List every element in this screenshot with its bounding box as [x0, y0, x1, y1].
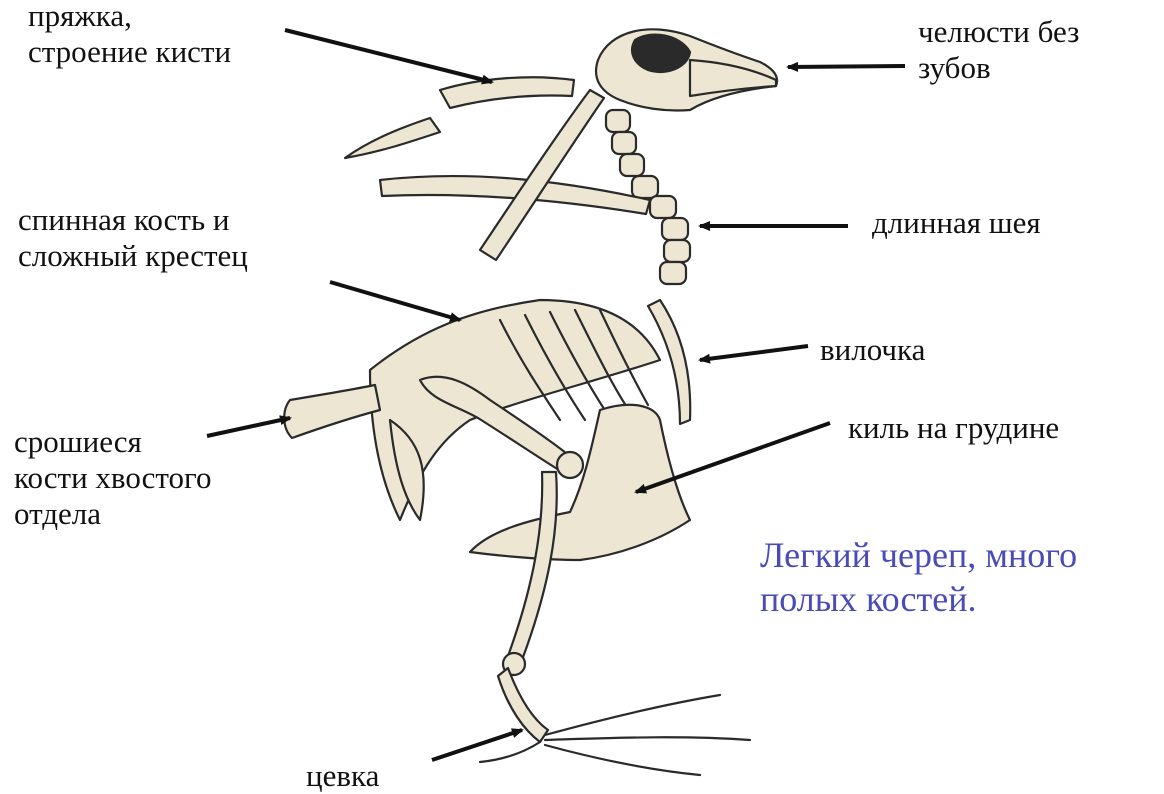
note-line-2: полых костей.	[760, 577, 1077, 621]
label-buckle-line-1: пряжка,	[28, 0, 231, 34]
arrow-spine	[330, 282, 460, 320]
wing-hand	[440, 77, 574, 108]
label-tail-bones: срошиеся кости хвостого отдела	[14, 424, 211, 532]
label-spine-sacrum: спинная кость и сложный крестец	[18, 202, 248, 274]
tarsometatarsus	[498, 668, 548, 742]
label-jaws-line-1: челюсти без	[918, 14, 1079, 50]
arrow-furcula	[700, 346, 808, 360]
skeleton-illustration	[284, 29, 777, 775]
label-buckle-line-2: строение кисти	[28, 34, 231, 70]
label-furcula: вилочка	[820, 332, 925, 368]
label-jaws: челюсти без зубов	[918, 14, 1079, 86]
label-spine-line-1: спинная кость и	[18, 202, 248, 238]
label-spine-line-2: сложный крестец	[18, 238, 248, 274]
label-tail-line-2: кости хвостого	[14, 460, 211, 496]
label-long-neck: длинная шея	[872, 205, 1041, 241]
label-buckle-hand: пряжка, строение кисти	[28, 0, 231, 70]
note-line-1: Легкий череп, много	[760, 533, 1077, 577]
arrow-buckle	[285, 30, 492, 82]
label-jaws-line-2: зубов	[918, 50, 1079, 86]
wing-tip	[345, 118, 440, 158]
note-light-skull: Легкий череп, много полых костей.	[760, 533, 1077, 621]
knee-joint	[557, 452, 583, 478]
tail-pygostyle	[284, 385, 380, 438]
label-tail-line-3: отдела	[14, 496, 211, 532]
arrow-jaws	[788, 66, 905, 67]
arrow-tail	[207, 418, 290, 436]
label-tail-line-1: срошиеся	[14, 424, 211, 460]
wing-forearm	[480, 90, 604, 260]
label-tarsus: цевка	[306, 758, 379, 794]
label-keel: киль на грудине	[848, 410, 1059, 446]
tibiotarsus	[508, 472, 557, 660]
